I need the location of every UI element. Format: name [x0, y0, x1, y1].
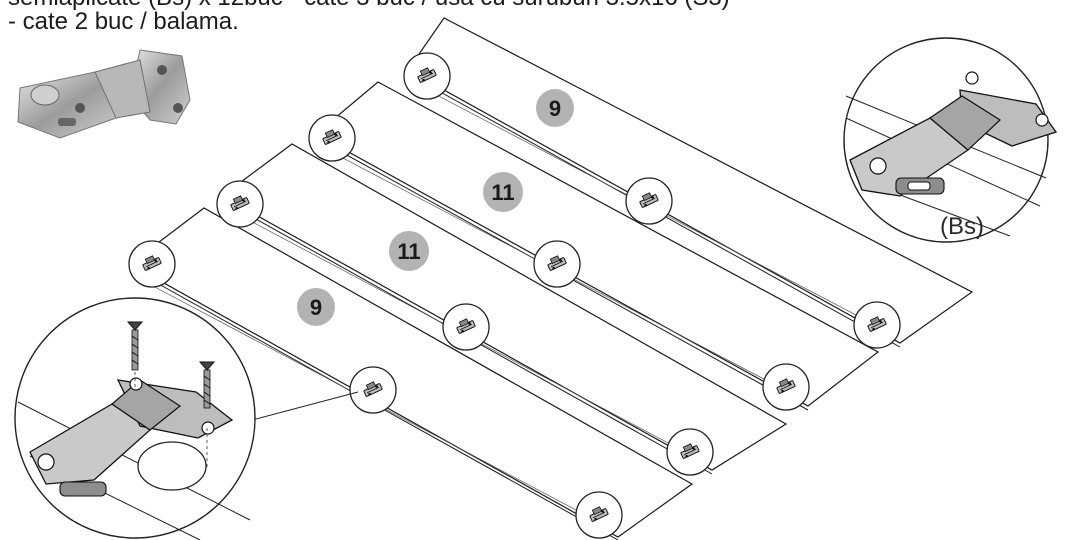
panel-badge-3: 11 — [389, 231, 429, 271]
detail-view-left — [14, 297, 256, 540]
screw-icon — [126, 321, 144, 388]
panel-number: 11 — [491, 180, 514, 205]
hinge-marker — [442, 303, 490, 351]
panel-number: 9 — [549, 96, 561, 121]
detail-view-right: (Bs) — [843, 37, 1058, 243]
hinge-marker — [216, 180, 264, 228]
hinge-marker — [666, 428, 714, 476]
hinge-type-label: (Bs) — [940, 213, 984, 240]
instruction-line-1: semiaplicate (Bs) x 12buc - cate 3 buc /… — [8, 0, 730, 11]
hinge-marker — [128, 240, 176, 288]
hinge-icon — [29, 377, 234, 497]
hinge-marker — [349, 366, 397, 414]
panel-badge-4: 9 — [297, 288, 335, 326]
hinge-marker — [762, 363, 810, 411]
hinge-marker — [308, 114, 356, 162]
hinge-marker — [403, 52, 451, 100]
hinge-marker — [625, 177, 673, 225]
hinge-marker — [853, 301, 901, 349]
hinge-marker — [533, 240, 581, 288]
screw-icon — [198, 361, 216, 468]
panel-badge-1: 9 — [536, 89, 574, 127]
leader-line — [251, 391, 359, 421]
panel-number: 11 — [397, 239, 420, 264]
instruction-text: semiaplicate (Bs) x 12buc - cate 3 buc /… — [8, 0, 908, 34]
panel-badge-2: 11 — [483, 172, 523, 212]
hinge-markers — [128, 52, 901, 539]
hinge-icon — [849, 71, 1058, 197]
instruction-line-2: - cate 2 buc / balama. — [8, 8, 239, 35]
hinge-marker — [575, 491, 623, 539]
panel-number: 9 — [310, 295, 322, 320]
hinge-photo — [17, 49, 191, 139]
